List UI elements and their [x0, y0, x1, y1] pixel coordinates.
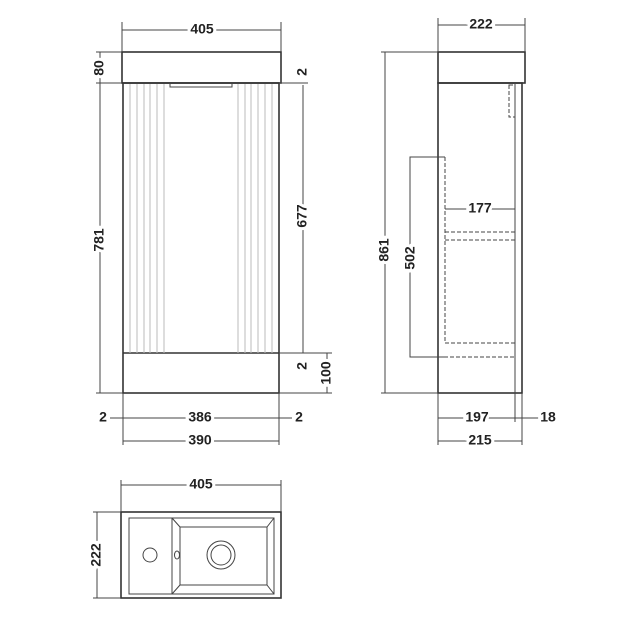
tap-hole-icon — [142, 547, 158, 563]
door-handle — [169, 83, 233, 88]
dim-inner-depth: 177 — [468, 200, 492, 216]
dim-side-total-height: 861 — [376, 238, 392, 262]
plan-dim-lines — [93, 480, 282, 599]
side-view: 222 861 502 177 197 18 215 — [373, 13, 559, 451]
dim-front-width-top: 405 — [190, 21, 214, 37]
dim-total-height: 781 — [91, 228, 107, 252]
side-dim-lines — [381, 18, 540, 445]
dim-door-width: 386 — [188, 409, 212, 425]
hidden-shelf-lines — [438, 157, 515, 358]
dim-basin-height: 80 — [91, 60, 107, 76]
dim-gap-bottom: 2 — [294, 362, 310, 370]
dim-plan-width: 405 — [189, 476, 213, 492]
cabinet-front — [122, 82, 280, 394]
basin-side — [437, 51, 526, 84]
bowl — [179, 526, 268, 586]
bowl-bevel — [171, 517, 275, 595]
basin-front — [121, 51, 282, 84]
basin-plan-outer — [120, 511, 282, 599]
hidden-handle — [508, 84, 516, 118]
plan-view: 405 222 — [85, 473, 282, 599]
overflow-icon — [174, 550, 180, 560]
cabinet-side — [437, 82, 523, 394]
dim-plan-depth: 222 — [88, 543, 104, 567]
dim-door-height: 677 — [294, 204, 310, 228]
dim-plinth-height: 100 — [318, 361, 334, 385]
drain-outer-icon — [206, 540, 236, 570]
door-grooves — [129, 84, 273, 353]
front-dim-lines — [96, 22, 332, 445]
dim-cutout-height: 502 — [402, 246, 418, 270]
dim-gap-top: 2 — [294, 68, 310, 76]
dim-door-thickness: 18 — [540, 409, 556, 425]
dim-cabinet-depth: 215 — [468, 432, 492, 448]
drain-inner-icon — [210, 544, 232, 566]
dim-body-depth: 197 — [465, 409, 489, 425]
dim-cabinet-width: 390 — [188, 432, 212, 448]
basin-plan-inner — [128, 517, 275, 595]
dim-gap-left: 2 — [99, 409, 107, 425]
dim-gap-right: 2 — [295, 409, 303, 425]
front-view: 405 80 781 2 677 2 100 2 386 2 390 — [88, 18, 337, 451]
dim-side-depth-top: 222 — [469, 16, 493, 32]
